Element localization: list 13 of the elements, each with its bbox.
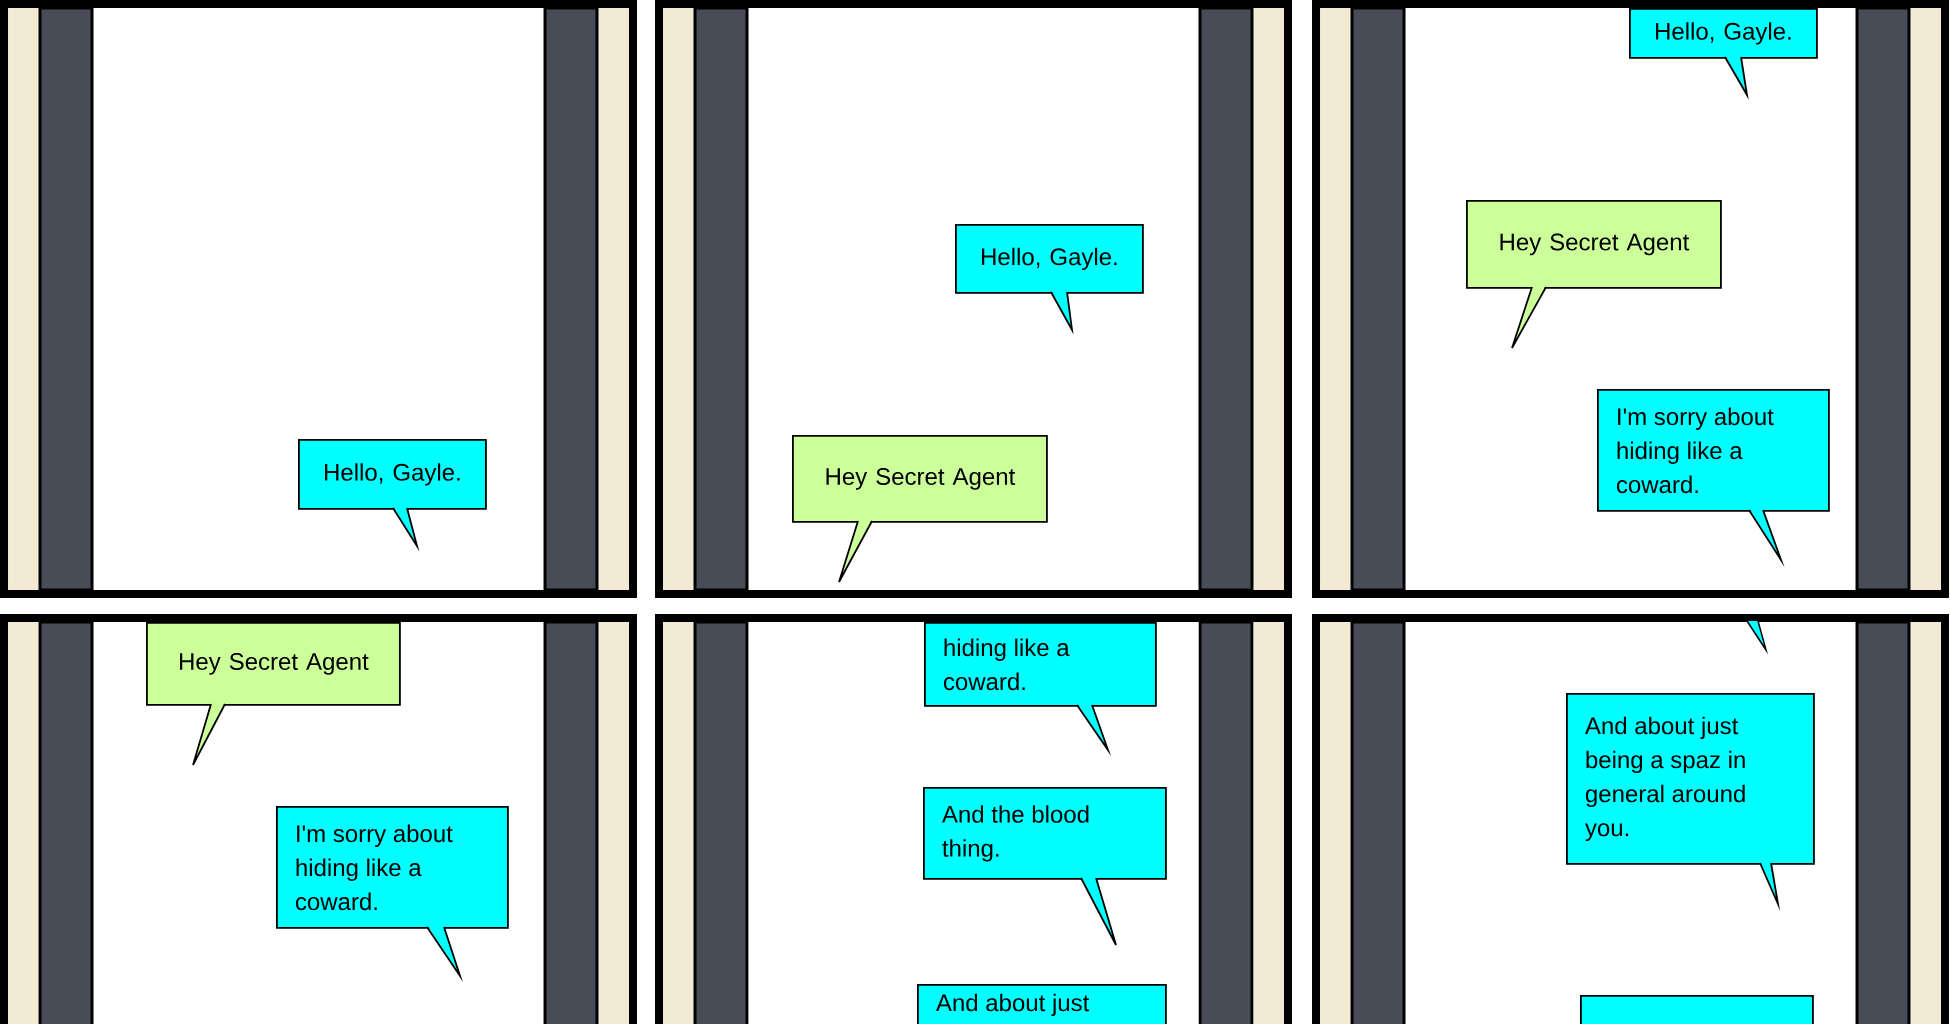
speech-bubble: Hello, Gayle.: [298, 439, 487, 552]
speech-bubble: And about just: [917, 984, 1167, 1024]
speech-bubble: Hey Secret Agent: [146, 622, 401, 766]
speech-bubble: And about just being a spaz in general around you.: [1566, 693, 1815, 912]
speech-bubble: Hello, Gayle.: [955, 224, 1144, 335]
speech-bubble: I'm sorry about hiding like a coward.: [1597, 389, 1830, 568]
speech-bubble: And the blood thing.: [923, 787, 1167, 946]
speech-bubble: I'm sorry about hiding like a coward.: [276, 806, 509, 982]
speech-bubble: [1580, 995, 1814, 1024]
speech-bubble: Hey Secret Agent: [792, 435, 1048, 583]
speech-bubble: Hello, Gayle.: [1629, 8, 1818, 100]
speech-bubble: hiding like a coward.: [924, 622, 1157, 757]
speech-bubble: Hey Secret Agent: [1466, 200, 1722, 349]
